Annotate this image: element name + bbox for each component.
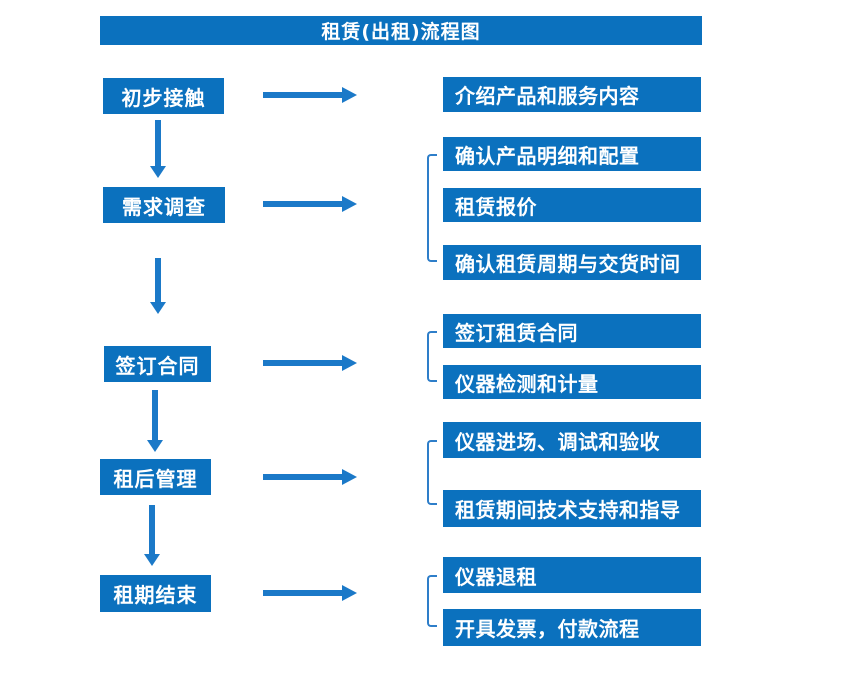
output-box-technical-support: 租赁期间技术支持和指导 — [443, 490, 701, 527]
down-arrow-icon — [150, 258, 166, 314]
arrow-head — [342, 355, 357, 371]
right-arrow-icon — [263, 87, 357, 103]
output-box-instrument-testing: 仪器检测和计量 — [443, 365, 701, 399]
arrow-shaft — [155, 120, 161, 166]
arrow-shaft — [149, 505, 155, 554]
output-box-invoice-payment: 开具发票，付款流程 — [443, 609, 701, 646]
down-arrow-icon — [144, 505, 160, 566]
arrow-shaft — [152, 390, 158, 440]
right-arrow-icon — [263, 196, 357, 212]
group-bracket — [427, 575, 437, 627]
step-box-demand-survey: 需求调查 — [103, 187, 225, 223]
flowchart-title: 租赁(出租)流程图 — [100, 16, 702, 45]
arrow-head — [150, 302, 166, 314]
arrow-shaft — [263, 360, 342, 366]
arrow-shaft — [155, 258, 161, 302]
output-box-sign-rental-contract: 签订租赁合同 — [443, 314, 701, 348]
arrow-shaft — [263, 201, 342, 207]
group-bracket — [427, 331, 437, 382]
output-box-confirm-rental-period: 确认租赁周期与交货时间 — [443, 245, 701, 280]
step-box-rental-end: 租期结束 — [100, 575, 211, 612]
arrow-shaft — [263, 92, 342, 98]
step-box-sign-contract: 签订合同 — [104, 346, 211, 382]
output-box-instrument-entry-debug: 仪器进场、调试和验收 — [443, 422, 701, 458]
arrow-head — [342, 469, 357, 485]
output-box-confirm-product-details: 确认产品明细和配置 — [443, 137, 701, 171]
group-bracket — [427, 154, 437, 262]
down-arrow-icon — [150, 120, 166, 178]
output-box-instrument-return: 仪器退租 — [443, 557, 701, 593]
arrow-head — [342, 196, 357, 212]
right-arrow-icon — [263, 469, 357, 485]
step-box-post-rental-management: 租后管理 — [100, 459, 211, 495]
arrow-head — [144, 554, 160, 566]
right-arrow-icon — [263, 355, 357, 371]
arrow-head — [150, 166, 166, 178]
down-arrow-icon — [147, 390, 163, 452]
group-bracket — [427, 440, 437, 505]
arrow-shaft — [263, 590, 342, 596]
output-box-rental-quote: 租赁报价 — [443, 188, 701, 222]
step-box-initial-contact: 初步接触 — [103, 78, 224, 114]
arrow-head — [147, 440, 163, 452]
arrow-head — [342, 585, 357, 601]
arrow-shaft — [263, 474, 342, 480]
output-box-introduce-products: 介绍产品和服务内容 — [443, 77, 701, 112]
arrow-head — [342, 87, 357, 103]
right-arrow-icon — [263, 585, 357, 601]
